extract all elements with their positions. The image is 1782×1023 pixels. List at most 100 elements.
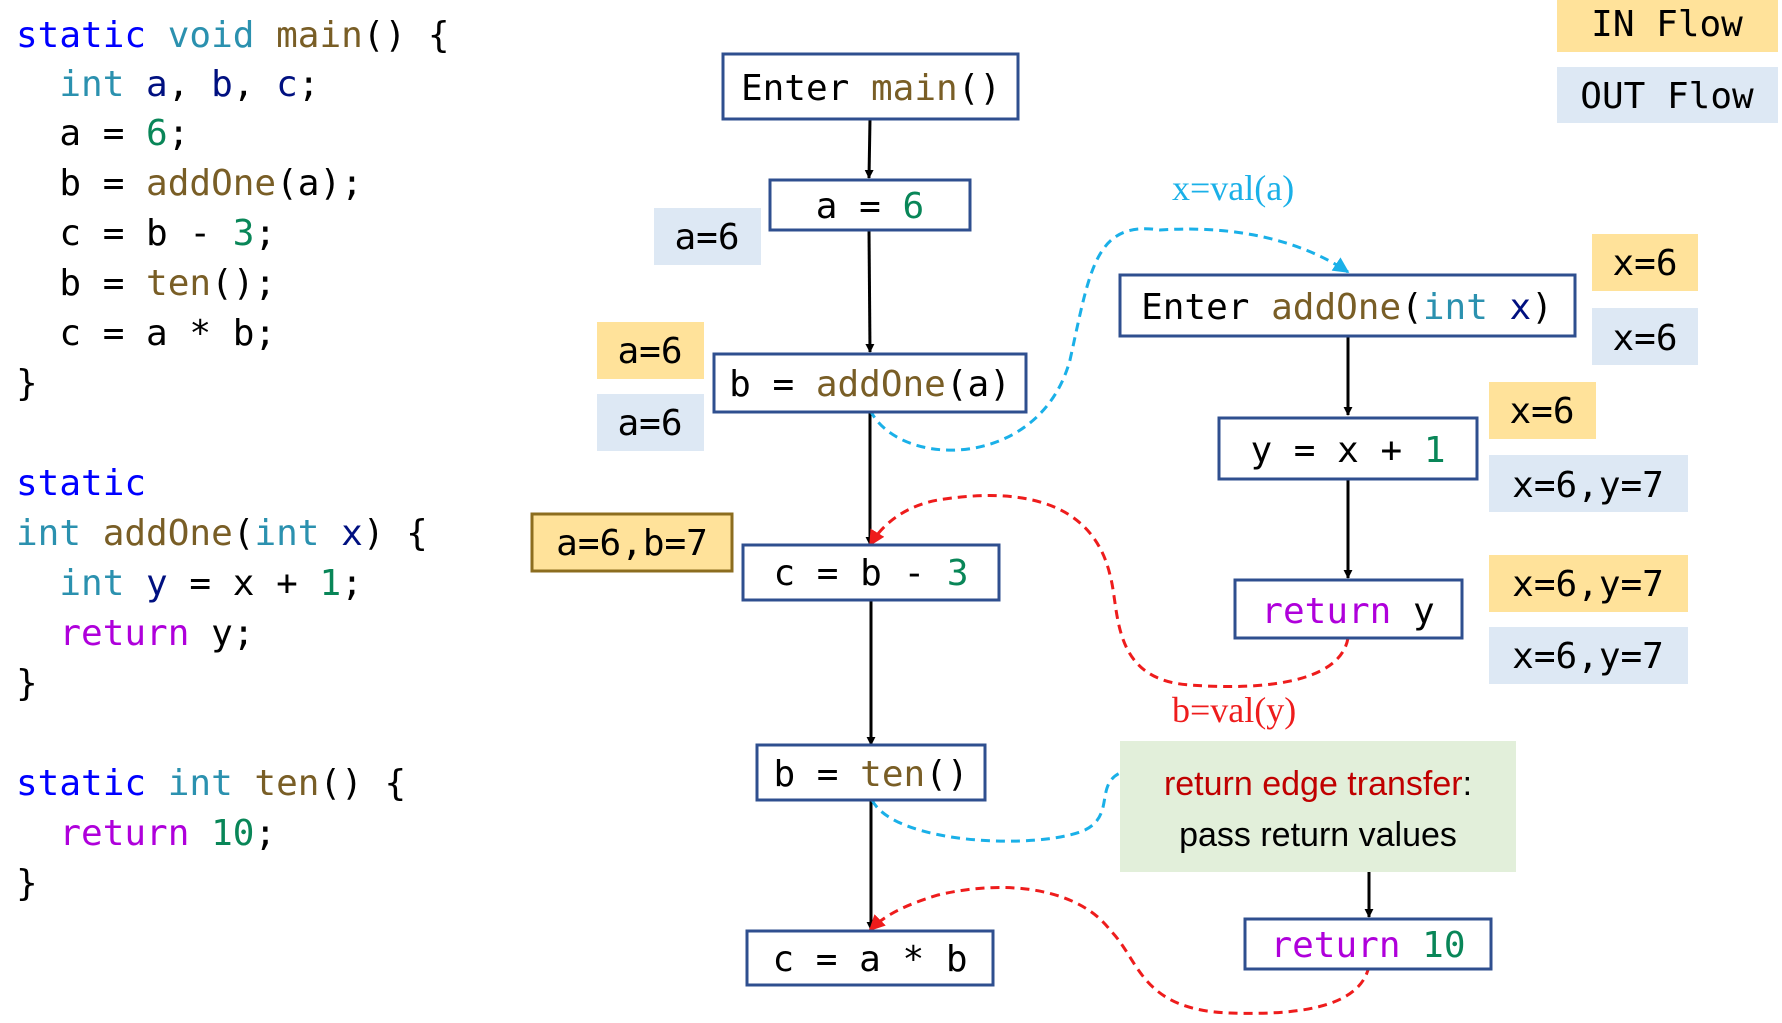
- code-token: main: [276, 15, 363, 56]
- legend-out-label: OUT Flow: [1580, 76, 1754, 117]
- code-token: (): [925, 754, 968, 795]
- return-edge-ten: [868, 886, 1371, 1015]
- code-token: x: [1510, 287, 1532, 328]
- code-token: addOne: [103, 513, 233, 554]
- code-token: ;: [254, 213, 276, 254]
- code-line: int addOne(int x) {: [16, 513, 428, 554]
- code-token: }: [16, 863, 38, 904]
- out-fact-assign-y-box: [1489, 455, 1688, 512]
- return-edge-addone: [868, 494, 1350, 689]
- code-line: c = a * b;: [16, 313, 276, 354]
- code-token: (a): [946, 364, 1011, 405]
- cfg-nodes: [712, 52, 1577, 987]
- code-token: }: [16, 363, 38, 404]
- node-assign-a-label: a = 6: [816, 186, 924, 227]
- node-call-addone-label: b = addOne(a): [729, 364, 1011, 405]
- code-token: ();: [211, 263, 276, 304]
- code-listing: static void main() { int a, b, c; a = 6;…: [16, 15, 558, 904]
- cfg-edges: [864, 118, 1374, 931]
- code-token: int: [168, 763, 255, 804]
- code-token: c = a * b: [772, 939, 967, 980]
- out-fact-call-box: [597, 394, 704, 451]
- node-call-ten: [755, 743, 987, 802]
- code-token: ;: [341, 563, 363, 604]
- node-assign-c1: [741, 543, 1001, 602]
- code-token: return: [1261, 591, 1413, 632]
- code-token: int: [16, 64, 146, 105]
- node-assign-a: [768, 178, 972, 232]
- call-edge-label: x=val(a): [1172, 168, 1294, 208]
- node-enter-main: [721, 52, 1020, 121]
- code-token: ;: [168, 113, 190, 154]
- code-token: int: [254, 513, 341, 554]
- out-fact-enter-addone: x=6: [1612, 318, 1677, 359]
- code-token: 6: [903, 186, 925, 227]
- in-fact-assign-y: x=6: [1509, 391, 1574, 432]
- in-fact-c1: a=6,b=7: [556, 523, 708, 564]
- code-token: Enter: [1141, 287, 1271, 328]
- node-assign-c2-label: c = a * b: [772, 939, 967, 980]
- code-token: return: [16, 813, 211, 854]
- node-assign-c1-label: c = b - 3: [773, 553, 968, 594]
- code-token: b: [211, 64, 233, 105]
- code-token: a: [146, 64, 168, 105]
- code-token: = x +: [168, 563, 320, 604]
- code-line: a = 6;: [16, 113, 189, 154]
- code-token: b =: [16, 263, 146, 304]
- code-token: ,: [233, 64, 276, 105]
- in-fact-call-box: [597, 322, 704, 379]
- node-return-10-label: return 10: [1270, 925, 1465, 966]
- code-token: }: [16, 663, 38, 704]
- code-token: 1: [319, 563, 341, 604]
- node-enter-addone: [1118, 273, 1577, 338]
- note-title: return edge transfer: [1164, 765, 1463, 803]
- code-token: main: [871, 68, 958, 109]
- node-return-y-label: return y: [1261, 591, 1434, 632]
- code-line: b = addOne(a);: [16, 163, 363, 204]
- code-token: int: [1423, 287, 1510, 328]
- cfg-node-labels: Enter main() a = 6 b = addOne(a) c = b -…: [729, 68, 1553, 980]
- node-enter-addone-label: Enter addOne(int x): [1141, 287, 1553, 328]
- code-token: int: [16, 563, 146, 604]
- call-edge-ten: [870, 771, 1121, 843]
- code-token: ,: [168, 64, 211, 105]
- code-token: ten: [146, 263, 211, 304]
- legend-in-label: IN Flow: [1591, 4, 1743, 45]
- code-token: y: [146, 563, 168, 604]
- code-line: static int ten() {: [16, 763, 406, 804]
- code-token: 10: [211, 813, 254, 854]
- in-fact-return-y-box: [1489, 555, 1688, 612]
- code-token: static: [16, 463, 146, 504]
- code-line: }: [16, 363, 38, 404]
- code-token: b =: [16, 163, 146, 204]
- code-token: addOne: [816, 364, 946, 405]
- code-token: c = b -: [773, 553, 946, 594]
- legend: IN Flow OUT Flow: [1557, 0, 1778, 123]
- edge-enter-main-to-a: [864, 118, 874, 179]
- out-fact-assign-y: x=6,y=7: [1512, 465, 1664, 506]
- code-token: b =: [729, 364, 816, 405]
- code-token: ;: [298, 64, 320, 105]
- code-token: 1: [1424, 430, 1446, 471]
- code-token: 6: [146, 113, 168, 154]
- code-token: static: [16, 15, 168, 56]
- node-assign-y-label: y = x + 1: [1250, 430, 1445, 471]
- code-token: c = a * b;: [16, 313, 276, 354]
- code-token: 3: [947, 553, 969, 594]
- code-line: static: [16, 463, 146, 504]
- code-token: addOne: [1271, 287, 1401, 328]
- legend-out-swatch: [1557, 67, 1778, 123]
- note-body: pass return values: [1179, 816, 1457, 854]
- note-heading: return edge transfer:: [1164, 765, 1472, 803]
- call-edge-addone: [868, 227, 1350, 452]
- code-token: b =: [773, 754, 860, 795]
- code-token: (a);: [276, 163, 363, 204]
- code-line: }: [16, 863, 38, 904]
- interprocedural-edges: [868, 227, 1371, 1015]
- code-token: a =: [16, 113, 146, 154]
- code-line: int y = x + 1;: [16, 563, 363, 604]
- node-assign-c2: [745, 929, 995, 987]
- code-token: ;: [254, 813, 276, 854]
- edge-a-to-call: [865, 229, 875, 353]
- node-enter-main-label: Enter main(): [741, 68, 1001, 109]
